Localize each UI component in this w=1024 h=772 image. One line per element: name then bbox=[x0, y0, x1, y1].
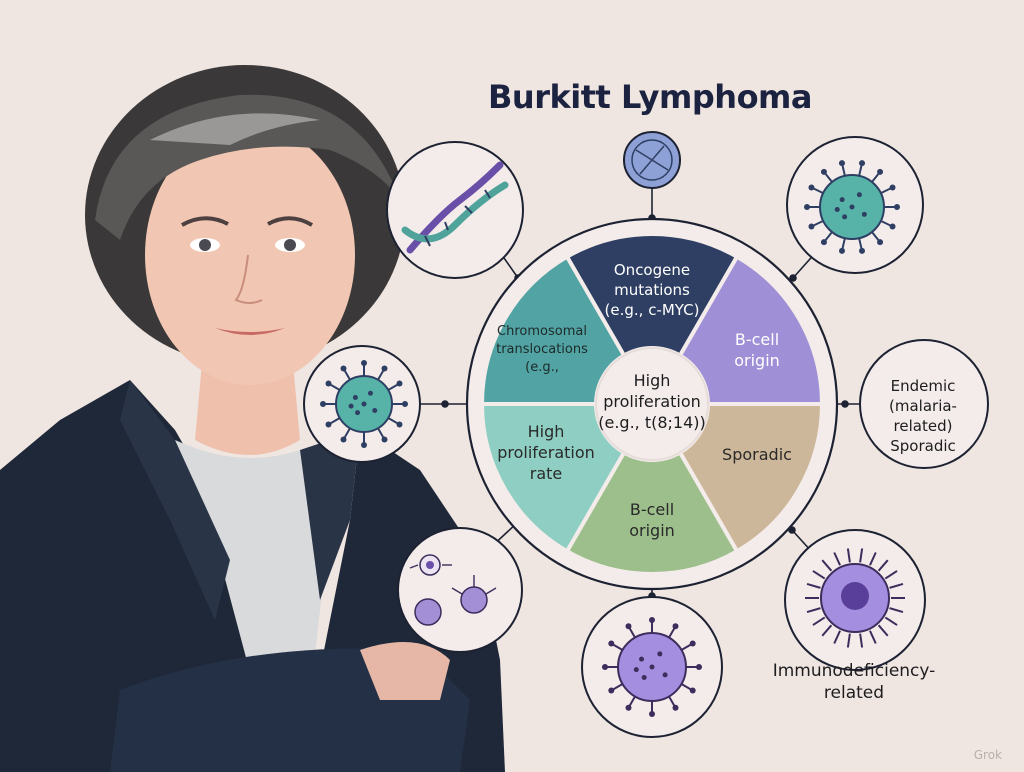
segment-label-line: Oncogene bbox=[613, 261, 691, 279]
segment-label-line: rate bbox=[529, 463, 563, 483]
teal-virus-icon-left bbox=[303, 345, 421, 463]
segment-label-line: origin bbox=[734, 351, 780, 370]
watermark: Grok bbox=[973, 748, 1002, 762]
cell-cross-section-icon bbox=[623, 131, 681, 189]
wheel-segment-label: Sporadic bbox=[702, 444, 812, 465]
segment-label-line: B-cell bbox=[734, 330, 780, 349]
segment-label-line: translocations bbox=[496, 342, 588, 357]
endemic-line: (malaria-related) bbox=[889, 397, 957, 435]
wheel-center-label: High proliferation (e.g., t(8;14)) bbox=[582, 370, 722, 433]
center-label-line: (e.g., t(8;14)) bbox=[598, 413, 706, 432]
immunodeficiency-caption: Immunodeficiency- related bbox=[744, 660, 964, 704]
segment-label-line: Chromosomal bbox=[497, 324, 587, 339]
immuno-line: Immunodeficiency- bbox=[772, 661, 936, 681]
endemic-line: Sporadic bbox=[890, 437, 956, 455]
small-cells-icon bbox=[397, 527, 523, 653]
endemic-text-circle bbox=[859, 339, 989, 469]
segment-label-line: (e.g., bbox=[525, 360, 559, 375]
segment-label-line: High bbox=[527, 421, 565, 441]
immuno-line: related bbox=[823, 683, 885, 703]
wheel-segment-label: B-cell origin bbox=[702, 329, 812, 371]
teal-virus-icon-top-right bbox=[786, 136, 924, 274]
wheel-segment-label: Chromosomal translocations (e.g., bbox=[477, 323, 607, 377]
woman-portrait-illustration bbox=[0, 65, 505, 772]
purple-virus-icon bbox=[581, 596, 723, 738]
segment-label-line: Sporadic bbox=[722, 444, 792, 464]
center-label-line: High bbox=[633, 371, 671, 390]
wheel-segment-label: B-cell origin bbox=[597, 499, 707, 541]
wheel-center bbox=[595, 347, 709, 461]
segment-label-line: (e.g., c-MYC) bbox=[604, 301, 700, 319]
segment-label-line: B-cell bbox=[629, 500, 675, 519]
endemic-line: Endemic bbox=[890, 377, 956, 395]
segment-label-line: mutations bbox=[614, 281, 690, 299]
endemic-caption: Endemic (malaria-related) Sporadic bbox=[862, 376, 984, 456]
segment-label-line: proliferation bbox=[497, 442, 595, 462]
dna-helix-icon bbox=[386, 141, 524, 279]
page-title: Burkitt Lymphoma bbox=[488, 78, 812, 116]
segment-label-line: origin bbox=[629, 521, 675, 540]
pathogenesis-wheel bbox=[465, 217, 839, 591]
lymphocyte-icon bbox=[784, 529, 926, 671]
wheel-segment-label: Oncogene mutations (e.g., c-MYC) bbox=[577, 260, 727, 320]
center-label-line: proliferation bbox=[603, 392, 701, 411]
